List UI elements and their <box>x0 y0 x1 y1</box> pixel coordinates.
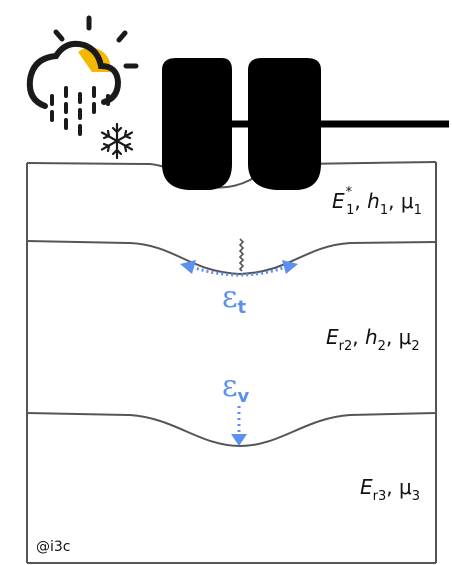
vertical-strain-indicator <box>231 406 247 446</box>
tire-left <box>162 58 232 190</box>
tensile-strain-indicator <box>180 238 298 277</box>
layer-1-label: E*1, h1, μ1 <box>332 185 422 218</box>
layer-3-label: Er3, μ3 <box>360 475 420 504</box>
rain-drops <box>50 86 110 136</box>
interface-line-1-2 <box>26 240 437 276</box>
arrowhead-left <box>180 260 196 274</box>
arrowhead-down <box>231 434 247 446</box>
tire-right <box>248 58 321 190</box>
vertical-strain-label: εv <box>222 369 250 407</box>
interface-line-2-3 <box>26 412 437 448</box>
tensile-strain-label: εt <box>222 280 247 318</box>
cloud-outline <box>26 40 122 109</box>
dual-tire-icon <box>162 58 449 190</box>
sun-rays <box>53 15 139 69</box>
tensile-strain-arrow <box>191 265 287 277</box>
weather-rain-sun-icon <box>26 15 139 136</box>
snowflake-icon <box>100 122 134 160</box>
layer-2-label: Er2, h2, μ2 <box>326 325 420 354</box>
credit-label: @i3c <box>36 539 71 555</box>
arrowhead-right <box>282 260 298 274</box>
crack-mark <box>238 238 245 272</box>
